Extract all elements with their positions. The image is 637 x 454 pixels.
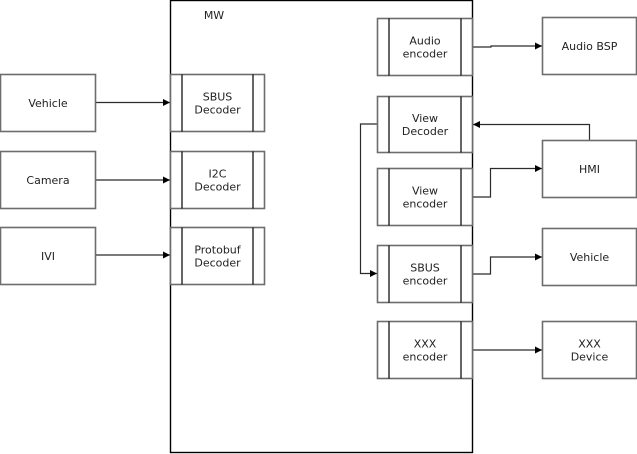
xxx-device-label-line: Device: [571, 351, 609, 364]
ivi-rect: [0, 226, 97, 286]
xxx-device-label-line: XXX: [578, 338, 601, 351]
sbus-encoder-label-line: SBUS: [410, 262, 440, 275]
audio-encoder-label-line: encoder: [403, 48, 448, 61]
arrow-view-decoder-to-sbus-encoder: [359, 123, 378, 277]
audio-bsp-label-line: Audio BSP: [562, 40, 618, 53]
vehicle-out-box: Vehicle: [541, 227, 637, 287]
ivi-box: IVI: [0, 226, 97, 286]
vehicle-in-rect: [0, 73, 97, 133]
view-decoder-label-line: View: [412, 112, 438, 125]
arrow-hmi-to-view-decoder: [473, 121, 591, 141]
i2c-decoder-rect: [169, 150, 266, 210]
vehicle-out-rect: [541, 227, 637, 287]
audio-encoder-rect: [376, 17, 474, 77]
hmi-rect: [541, 139, 637, 199]
protobuf-decoder-rect: [169, 226, 266, 286]
view-encoder-label-line: View: [412, 185, 438, 198]
hmi-box: HMI: [541, 139, 637, 199]
mw-container: MW: [169, 0, 474, 454]
ivi-label-line: IVI: [41, 250, 55, 263]
audio-encoder-label-line: Audio: [409, 35, 441, 48]
protobuf-decoder-label-line: Protobuf: [194, 244, 241, 257]
sbus-encoder-rect: [376, 244, 474, 304]
xxx-encoder-label-line: encoder: [403, 351, 448, 364]
view-decoder-rect: [376, 95, 474, 154]
sbus-encoder-label-line: encoder: [403, 275, 448, 288]
camera-label-line: Camera: [26, 174, 69, 187]
view-encoder-label-line: encoder: [403, 198, 448, 211]
vehicle-out-label-line: Vehicle: [570, 251, 610, 264]
connections: [95, 42, 591, 354]
xxx-encoder-rect: [376, 320, 474, 380]
i2c-decoder-label-line: Decoder: [194, 181, 241, 194]
xxx-encoder-label-line: XXX: [414, 338, 437, 351]
vehicle-in-label-line: Vehicle: [28, 97, 68, 110]
camera-rect: [0, 150, 97, 210]
sbus-decoder-rect: [169, 73, 266, 133]
mw-label: MW: [204, 9, 224, 22]
nodes: VehicleCameraIVISBUSDecoderI2CDecoderPro…: [0, 16, 637, 380]
audio-bsp-box: Audio BSP: [541, 16, 637, 76]
xxx-device-rect: [541, 320, 637, 380]
view-encoder-rect: [376, 167, 474, 227]
i2c-decoder-label-line: I2C: [209, 168, 227, 181]
sbus-decoder-label-line: Decoder: [194, 104, 241, 117]
sbus-decoder-label-line: SBUS: [203, 91, 233, 104]
protobuf-decoder-label-line: Decoder: [194, 257, 241, 270]
arrow-sbus-encoder-to-vehicle-out: [472, 253, 542, 275]
arrow-audio-encoder-to-audio-bsp: [472, 42, 542, 50]
view-decoder-label-line: Decoder: [402, 125, 449, 138]
audio-bsp-rect: [541, 16, 637, 76]
vehicle-in-box: Vehicle: [0, 73, 97, 133]
hmi-label-line: HMI: [579, 163, 600, 176]
arrow-view-encoder-to-hmi: [472, 165, 542, 198]
camera-box: Camera: [0, 150, 97, 210]
